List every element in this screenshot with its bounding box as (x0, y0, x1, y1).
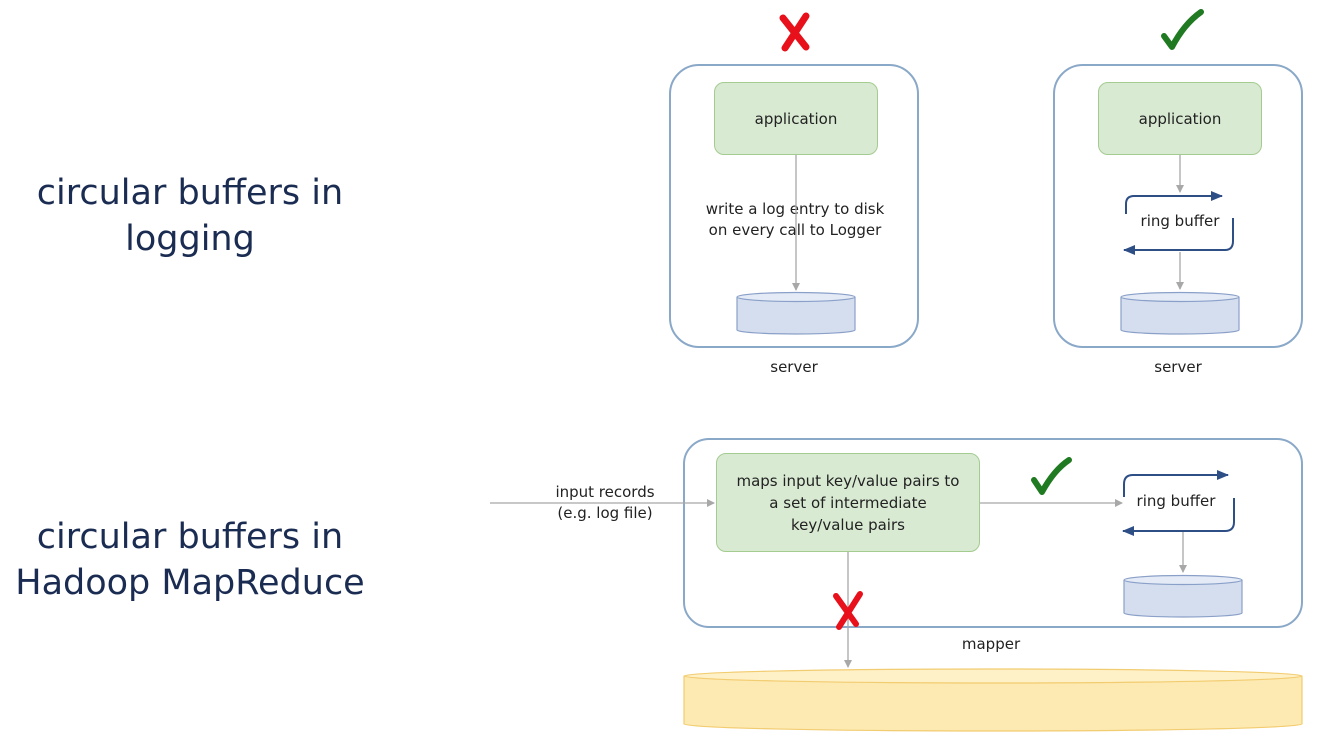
input-records-label: input records (e.g. log file) (540, 482, 670, 524)
write-note-line2: on every call to Logger (708, 221, 882, 239)
disk-label-bad: disk (780, 307, 812, 325)
input-records-line1: input records (555, 483, 655, 501)
heading-mapreduce: circular buffers in Hadoop MapReduce (0, 514, 380, 606)
red-x-icon (779, 12, 810, 52)
server-caption-good: server (1154, 358, 1202, 376)
heading-logging-line1: circular buffers in (36, 173, 344, 213)
mapper-caption: mapper (961, 635, 1021, 653)
ring-buffer-label-mapper: ring buffer (1136, 492, 1216, 510)
map-function-box: maps input key/value pairs to a set of i… (716, 453, 980, 552)
heading-logging-line2: logging (125, 219, 255, 259)
heading-logging: circular buffers in logging (20, 170, 360, 262)
ring-buffer-label-good: ring buffer (1140, 212, 1220, 230)
application-box-good: application (1098, 82, 1262, 155)
disk-label-mapper: disk (1167, 589, 1199, 607)
input-records-line2: (e.g. log file) (557, 504, 653, 522)
write-note: write a log entry to disk on every call … (690, 199, 900, 241)
hdfs-label: Hadoop File System (HDFS) (890, 694, 1096, 712)
heading-mapreduce-line1: circular buffers in (36, 517, 344, 557)
heading-mapreduce-line2: Hadoop MapReduce (15, 563, 365, 603)
application-box-bad: application (714, 82, 878, 155)
disk-label-good: disk (1164, 307, 1196, 325)
write-note-line1: write a log entry to disk (705, 200, 885, 218)
server-caption-bad: server (770, 358, 818, 376)
green-check-icon (1161, 9, 1204, 50)
